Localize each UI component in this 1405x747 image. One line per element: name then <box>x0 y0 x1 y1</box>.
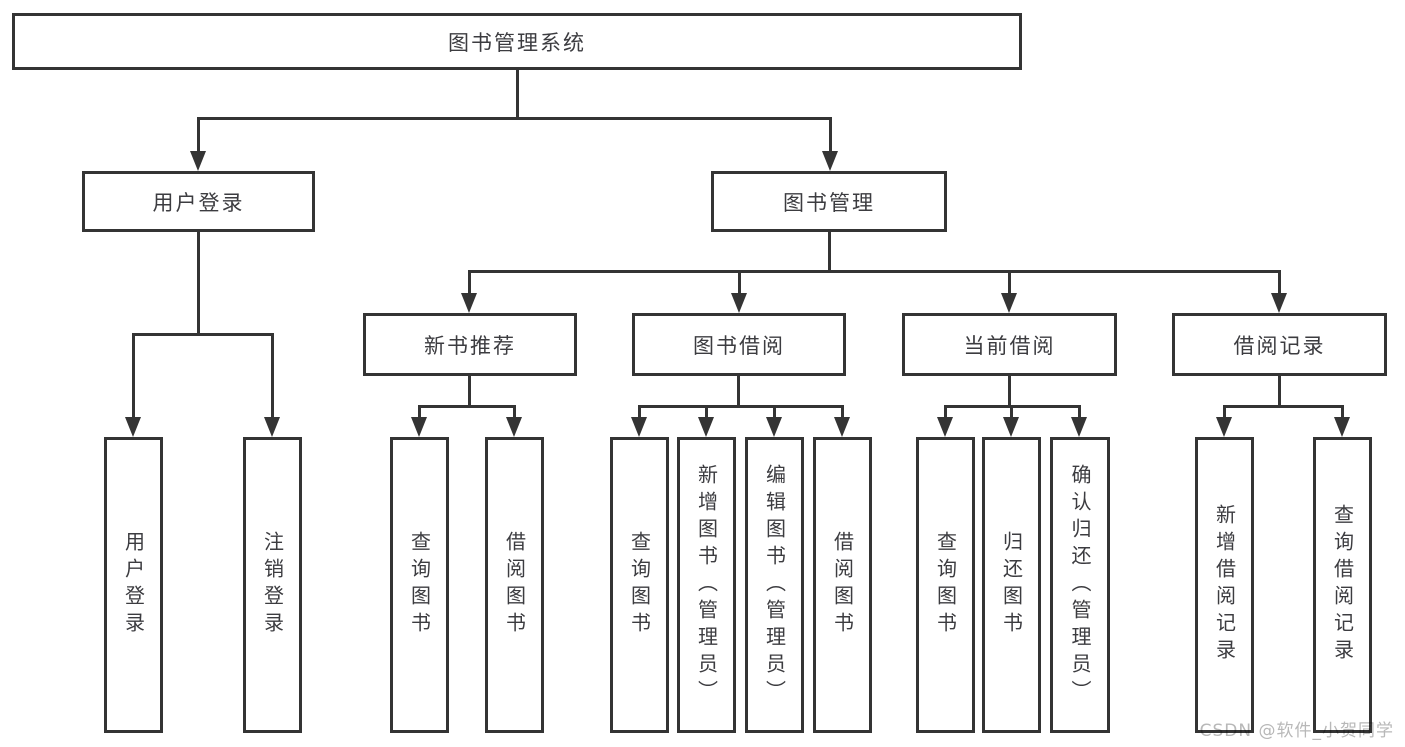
leaf-user-login: 用户登录 <box>104 437 163 733</box>
node-book-borrowing: 图书借阅 <box>632 313 846 376</box>
arrow-down-icon <box>698 417 714 437</box>
leaf-logout: 注销登录 <box>243 437 302 733</box>
connector-line <box>1008 270 1011 294</box>
connector-line <box>1223 405 1344 408</box>
connector-line <box>638 405 641 418</box>
connector-line <box>944 405 947 418</box>
leaf-query-books-current: 查询图书 <box>916 437 975 733</box>
connector-line <box>468 376 471 407</box>
connector-line <box>828 232 831 272</box>
connector-line <box>468 270 1281 273</box>
connector-line <box>516 69 519 119</box>
connector-line <box>773 405 776 418</box>
arrow-down-icon <box>190 151 206 171</box>
arrow-down-icon <box>1003 417 1019 437</box>
connector-line <box>468 270 471 294</box>
connector-line <box>1223 405 1226 418</box>
connector-line <box>738 270 741 294</box>
leaf-borrow-books-recommend: 借阅图书 <box>485 437 544 733</box>
connector-line <box>705 405 708 418</box>
connector-line <box>513 405 516 418</box>
leaf-query-books-recommend: 查询图书 <box>390 437 449 733</box>
node-new-book-recommendation: 新书推荐 <box>363 313 577 376</box>
leaf-return-books: 归还图书 <box>982 437 1041 733</box>
connector-line <box>418 405 516 408</box>
arrow-down-icon <box>1216 417 1232 437</box>
arrow-down-icon <box>264 417 280 437</box>
leaf-edit-books-admin: 编辑图书（管理员） <box>745 437 804 733</box>
node-borrowing-records: 借阅记录 <box>1172 313 1387 376</box>
node-current-borrowing: 当前借阅 <box>902 313 1117 376</box>
connector-line <box>1010 405 1013 418</box>
arrow-down-icon <box>1001 293 1017 313</box>
connector-line <box>1278 376 1281 407</box>
connector-line <box>197 117 832 120</box>
connector-line <box>829 117 832 153</box>
connector-line <box>1278 270 1281 294</box>
arrow-down-icon <box>506 417 522 437</box>
leaf-borrow-books: 借阅图书 <box>813 437 872 733</box>
leaf-add-borrow-record: 新增借阅记录 <box>1195 437 1254 733</box>
arrow-down-icon <box>411 417 427 437</box>
connector-line <box>132 333 135 418</box>
arrow-down-icon <box>1334 417 1350 437</box>
arrow-down-icon <box>125 417 141 437</box>
connector-line <box>197 232 200 335</box>
arrow-down-icon <box>937 417 953 437</box>
connector-line <box>841 405 844 418</box>
connector-line <box>271 333 274 418</box>
leaf-add-books-admin: 新增图书（管理员） <box>677 437 736 733</box>
leaf-query-books-borrow: 查询图书 <box>610 437 669 733</box>
node-library-management-system: 图书管理系统 <box>12 13 1022 70</box>
node-user-login: 用户登录 <box>82 171 315 232</box>
arrow-down-icon <box>822 151 838 171</box>
arrow-down-icon <box>834 417 850 437</box>
arrow-down-icon <box>1071 417 1087 437</box>
connector-line <box>1008 376 1011 407</box>
arrow-down-icon <box>461 293 477 313</box>
arrow-down-icon <box>631 417 647 437</box>
arrow-down-icon <box>731 293 747 313</box>
node-book-management: 图书管理 <box>711 171 947 232</box>
connector-line <box>1341 405 1344 418</box>
leaf-confirm-return-admin: 确认归还（管理员） <box>1050 437 1110 733</box>
arrow-down-icon <box>1271 293 1287 313</box>
connector-line <box>132 333 274 336</box>
connector-line <box>197 117 200 153</box>
leaf-query-borrow-record: 查询借阅记录 <box>1313 437 1372 733</box>
connector-line <box>418 405 421 418</box>
watermark-text: CSDN @软件_小贺同学 <box>1199 721 1394 741</box>
connector-line <box>1078 405 1081 418</box>
connector-line <box>638 405 844 408</box>
connector-line <box>737 376 740 407</box>
arrow-down-icon <box>766 417 782 437</box>
